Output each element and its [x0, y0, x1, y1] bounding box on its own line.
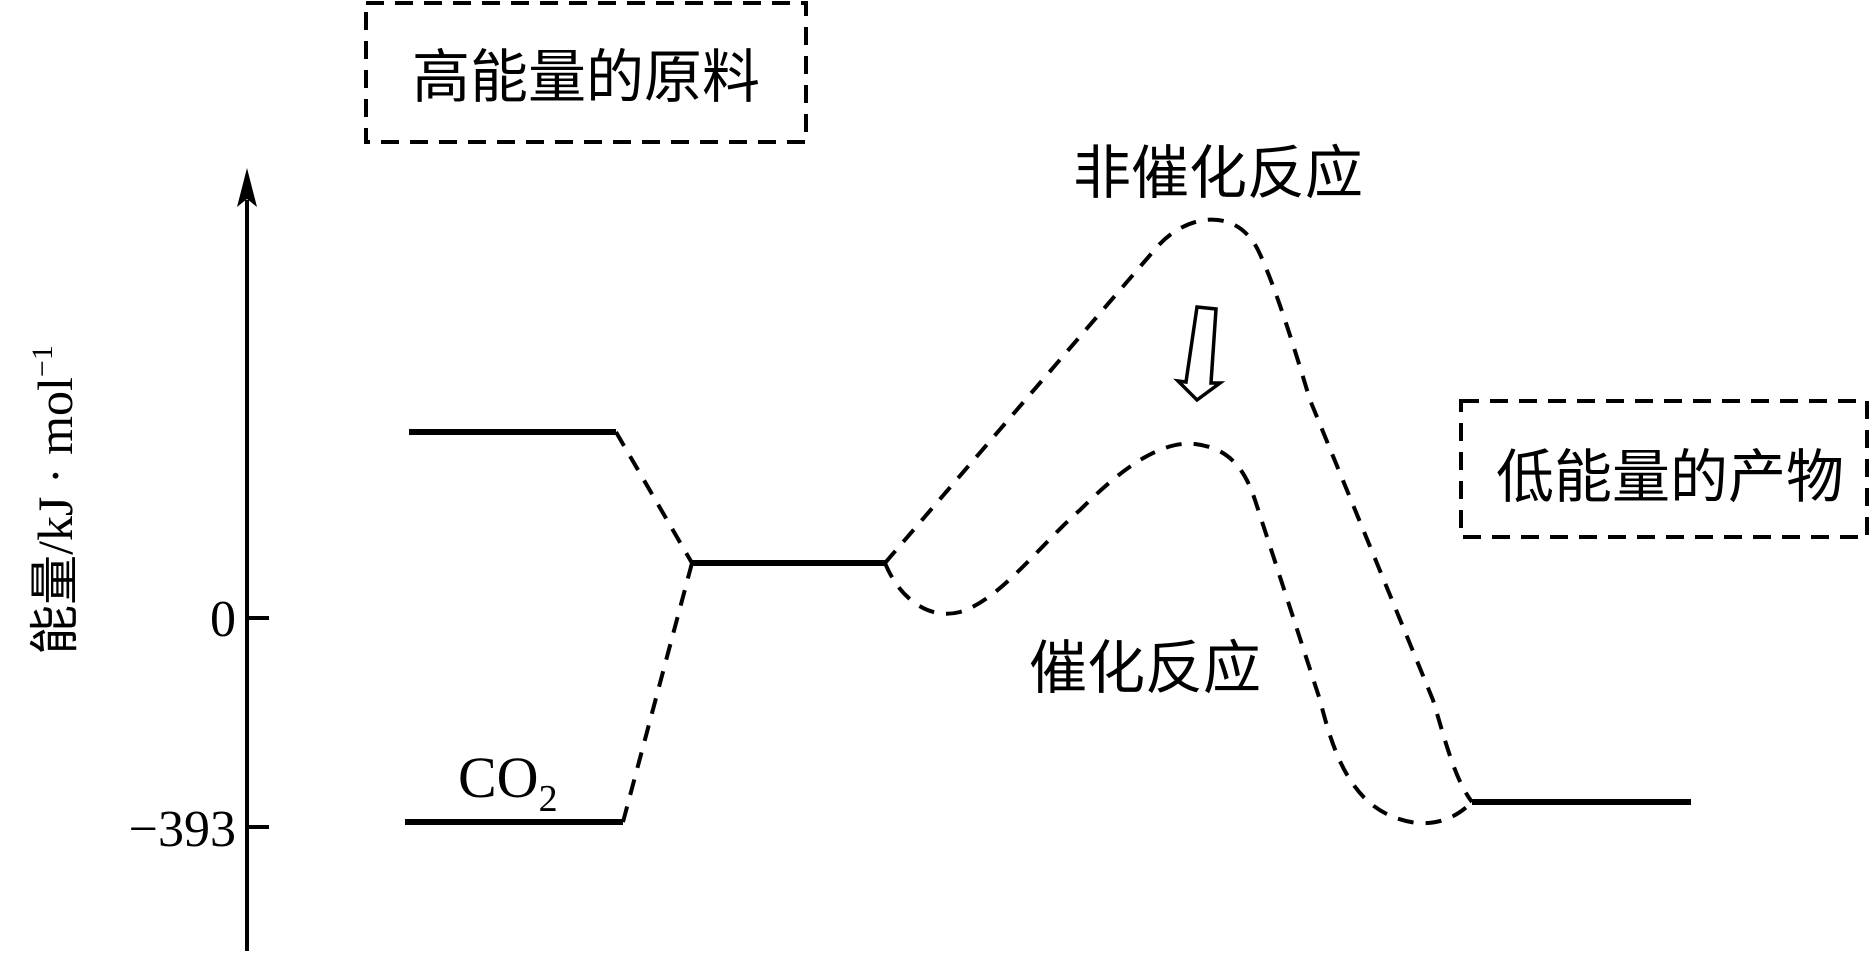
co2-label-main: CO [458, 745, 539, 810]
low-energy-products-label: 低能量的产物 [1496, 443, 1844, 511]
svg-text:能量/kJ · mol−1: 能量/kJ · mol−1 [26, 345, 83, 655]
catalyzed-pathway-curve [883, 441, 1474, 826]
high-energy-reactants-label: 高能量的原料 [412, 43, 760, 111]
y-axis-title-main: 能量/kJ · mol [27, 377, 83, 655]
y-axis-arrowhead [237, 168, 257, 207]
y-axis-title-superscript: −1 [26, 345, 59, 377]
uncatalyzed-reaction-label: 非催化反应 [1073, 139, 1363, 207]
co2-to-intermediate-connector [621, 562, 694, 823]
y-tick-label-minus-393: −393 [129, 801, 236, 858]
co2-label: CO2 [458, 745, 558, 820]
catalyzed-reaction-label: 催化反应 [1029, 634, 1261, 702]
y-tick-label-zero: 0 [210, 591, 236, 648]
reactant-to-intermediate-connector [614, 430, 694, 565]
uncatalyzed-pathway-curve [883, 217, 1474, 804]
high-energy-reactants-box [364, 1, 808, 144]
low-energy-products-box [1459, 399, 1869, 539]
co2-label-subscript: 2 [539, 778, 558, 820]
activation-energy-lowering-arrow [1173, 305, 1226, 403]
y-axis-title: 能量/kJ · mol−1 [26, 345, 83, 655]
